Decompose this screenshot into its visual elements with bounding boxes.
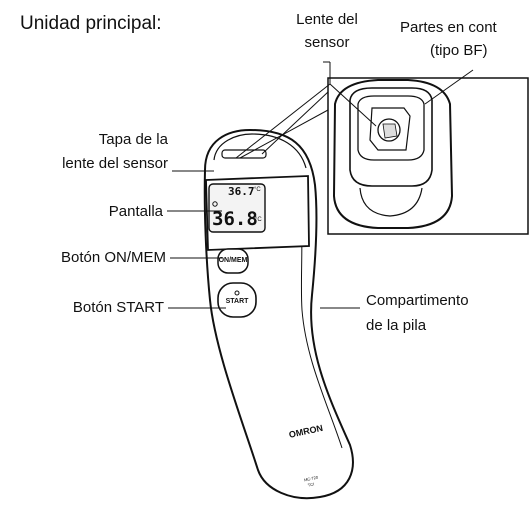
screen-main-unit: °C (255, 217, 262, 223)
lens-cover-label-2: lente del sensor (62, 155, 168, 172)
start-button[interactable]: START (225, 298, 249, 305)
page-title: Unidad principal: (20, 13, 162, 34)
start-button-dot-icon (234, 290, 240, 296)
leader-lines (167, 61, 474, 309)
battery-compartment-label-1: Compartimento (366, 292, 469, 309)
screen-top-unit: °C (254, 187, 261, 193)
contact-parts-label-1: Partes en cont (400, 19, 497, 36)
inset-lens-glass (382, 123, 398, 139)
lens-cover-label-1: Tapa de la (98, 131, 168, 148)
screen-main-value: 36.8 (212, 208, 258, 230)
sensor-cover-edge (213, 133, 307, 169)
leader-inset-guide-2 (239, 109, 329, 159)
on-mem-button[interactable]: ON/MEM (218, 257, 248, 264)
display-screen (208, 183, 266, 233)
leader-inset-guide-1 (261, 91, 329, 155)
sensor-slot (221, 149, 267, 159)
inset-body-curve (359, 187, 423, 217)
leader-sensor-lens (235, 83, 331, 159)
on-mem-button-label: Botón ON/MEM (60, 249, 166, 266)
sensor-lens-label-1: Lente del (296, 11, 358, 28)
sensor-inset (327, 77, 529, 235)
contact-parts-label-2: (tipo BF) (430, 42, 488, 59)
start-button-label: Botón START (72, 299, 164, 316)
start-button-shape (217, 282, 257, 318)
sensor-lens-label-2: sensor (304, 34, 350, 51)
screen-top-value: 36.7 (228, 185, 255, 198)
display-indicator-icon (212, 201, 218, 207)
battery-compartment-label-2: de la pila (366, 317, 427, 334)
leader-contact-parts (424, 69, 474, 105)
device-body (203, 128, 354, 500)
on-mem-button-shape (217, 248, 249, 274)
display-label: Pantalla (108, 203, 163, 220)
